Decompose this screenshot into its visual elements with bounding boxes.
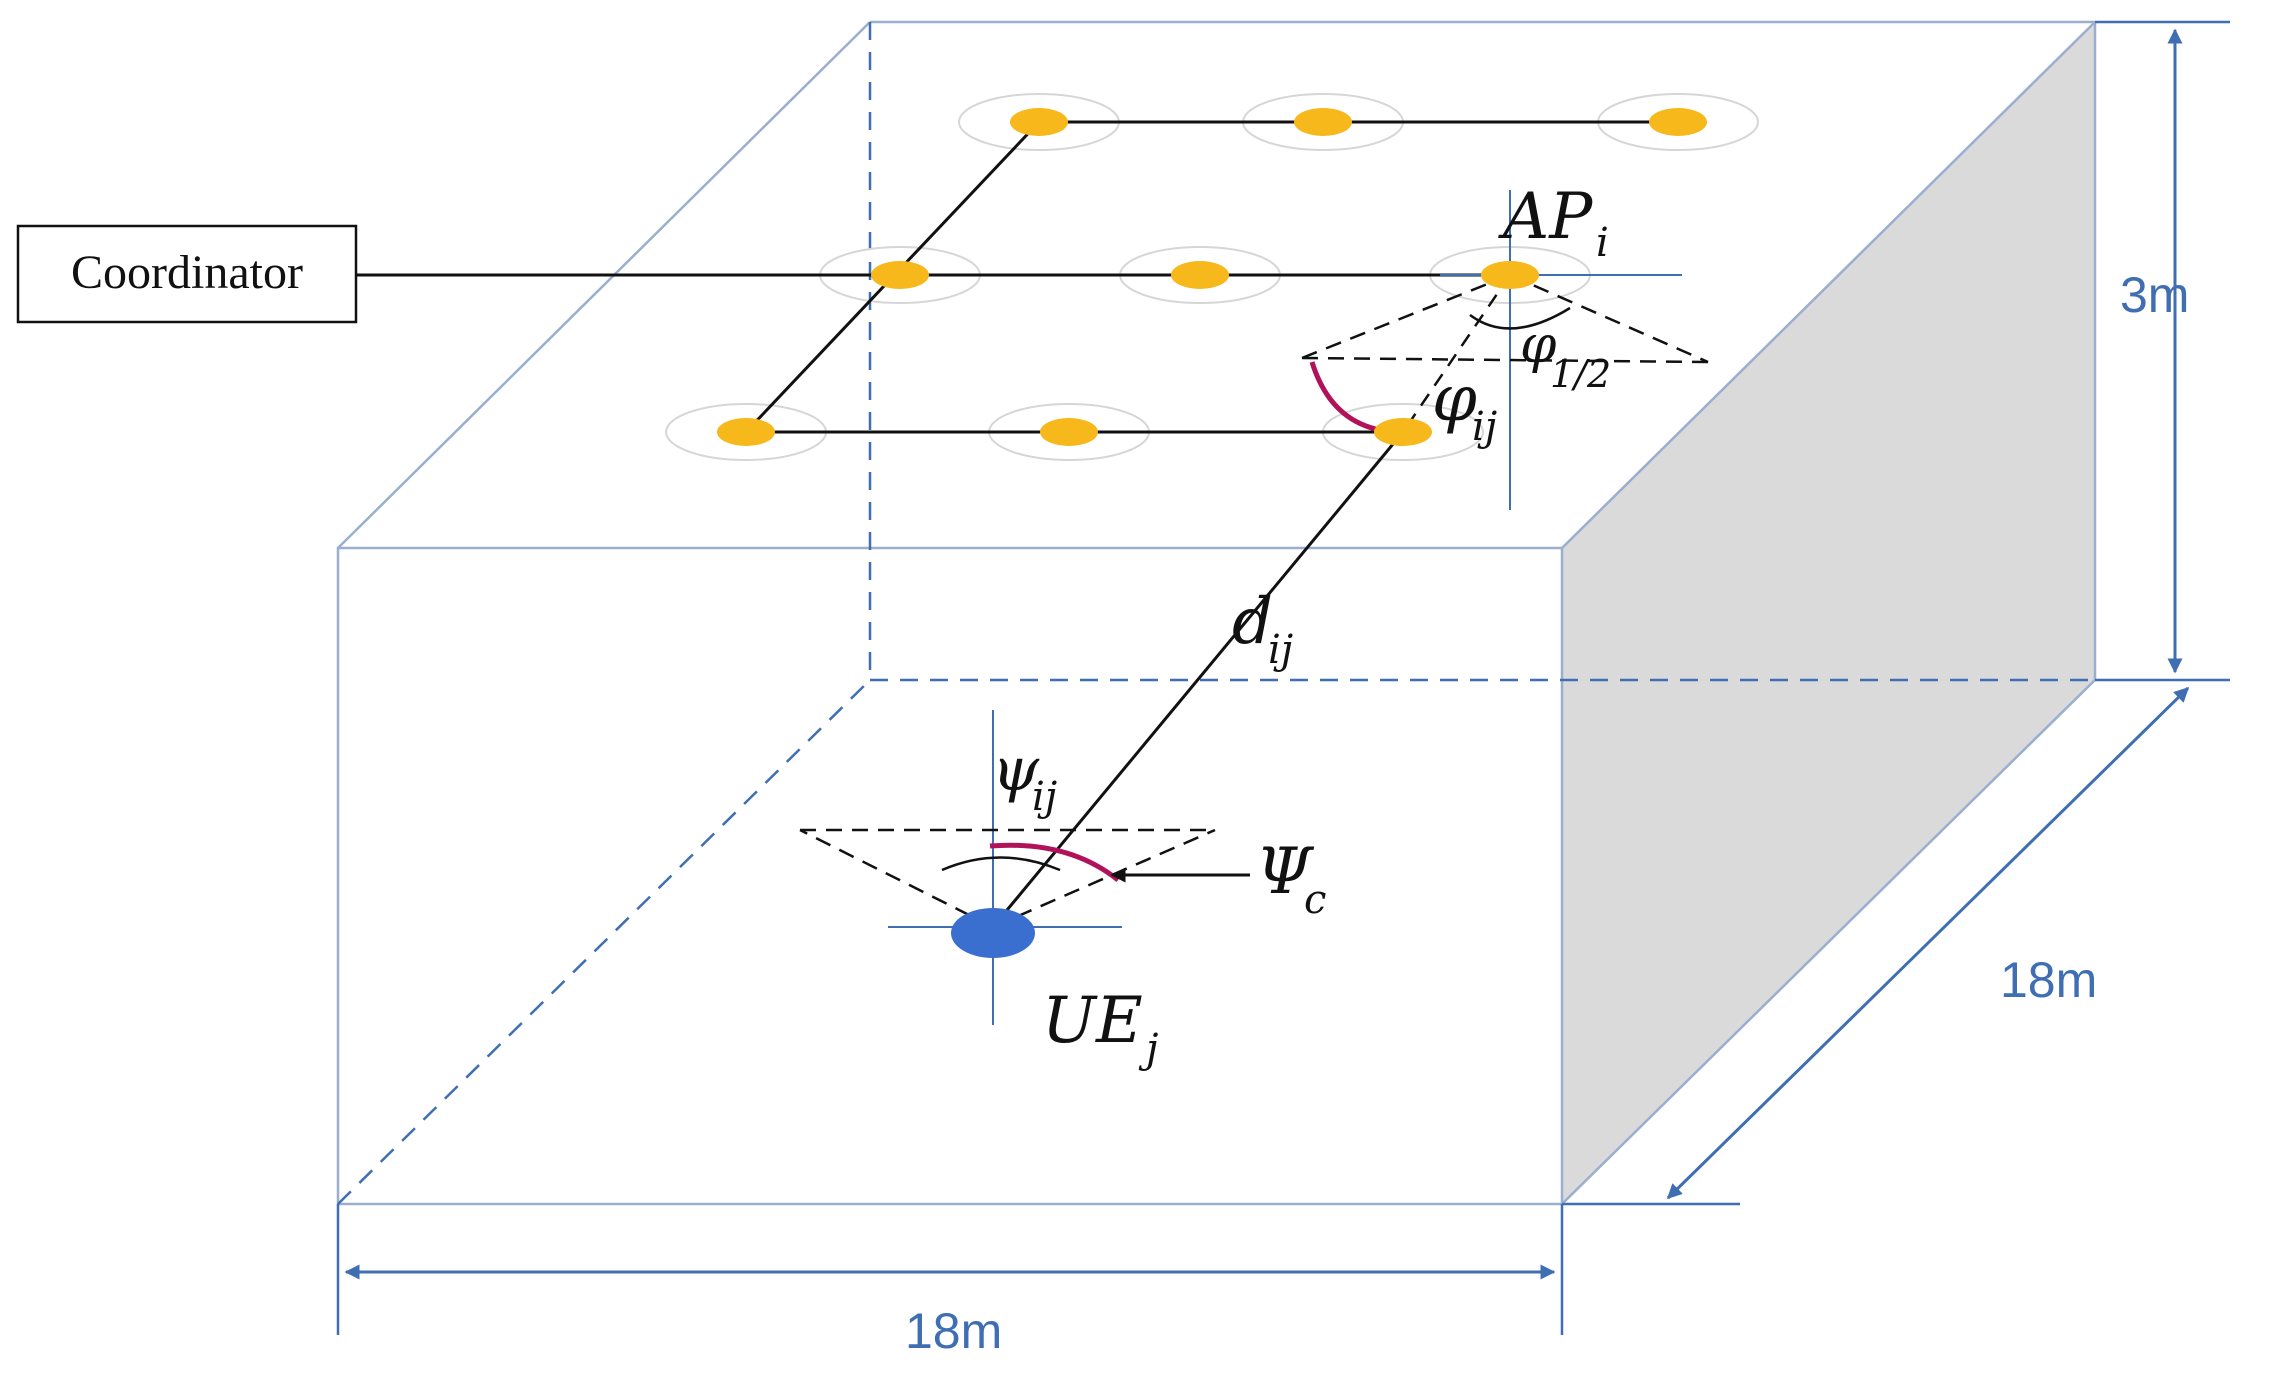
ue-dot [951,908,1035,958]
ap-network-wiring [356,120,1678,434]
ap-dot [1010,108,1068,136]
ap-dot [1294,108,1352,136]
top-left-edge [337,21,871,549]
ap-dot [717,418,775,446]
svg-text:i: i [1596,220,1609,266]
label-ue-j: UE j [1042,984,1158,1072]
los-link [991,431,1405,928]
top-right-edge [1561,21,2096,549]
ap-axes [1440,190,1682,510]
svg-text:φ: φ [1432,362,1477,436]
label-psi-c: Ψ c [1256,835,1326,923]
ap-dot [1374,418,1432,446]
coordinator-box [16,224,358,324]
ap-dot [1040,418,1098,446]
svg-text:c: c [1304,877,1326,923]
ap-to-link-segment [1401,274,1512,433]
dimension-arrows [344,28,2190,1280]
height-label: 3m [2120,267,2189,323]
label-d-ij: d ij [1232,585,1293,673]
front-face [336,546,1564,1206]
depth-arrow [1666,686,2190,1200]
coordinator-label: Coordinator [71,246,303,299]
label-phi-half: φ 1/2 [1520,315,1611,396]
ap-dot [871,261,929,289]
ue-fov-arc [941,856,1061,872]
label-ap-i: AP i [1498,180,1609,266]
svg-text:ψ: ψ [992,735,1040,805]
svg-text:ij: ij [1472,404,1497,450]
dimension-extension-lines [336,20,2230,1335]
ue-fov-cone [799,828,1216,929]
irradiance-angle-arc [1309,361,1381,433]
hidden-left-floor-edge [337,679,871,1205]
incidence-angle-arc [989,842,1120,882]
ap-dots [717,108,1707,446]
svg-text:1/2: 1/2 [1550,352,1611,396]
depth-label: 18m [2000,952,2097,1008]
ap-dot [1649,108,1707,136]
right-wall [1562,22,2095,1204]
hidden-edges [337,22,2095,1205]
label-phi-ij: φ ij [1432,362,1497,450]
svg-text:d: d [1232,585,1273,659]
svg-text:AP: AP [1498,180,1593,254]
ap-fov-cone [1301,273,1709,364]
svg-text:ij: ij [1268,627,1293,673]
width-label: 18m [905,1303,1002,1359]
svg-text:Ψ: Ψ [1256,835,1315,909]
svg-text:ij: ij [1032,774,1057,820]
label-psi-ij: ψ ij [992,735,1057,820]
svg-text:φ: φ [1520,315,1557,375]
ap-dot-i [1481,261,1539,289]
svg-text:UE: UE [1042,984,1143,1058]
ap-dot [1171,261,1229,289]
